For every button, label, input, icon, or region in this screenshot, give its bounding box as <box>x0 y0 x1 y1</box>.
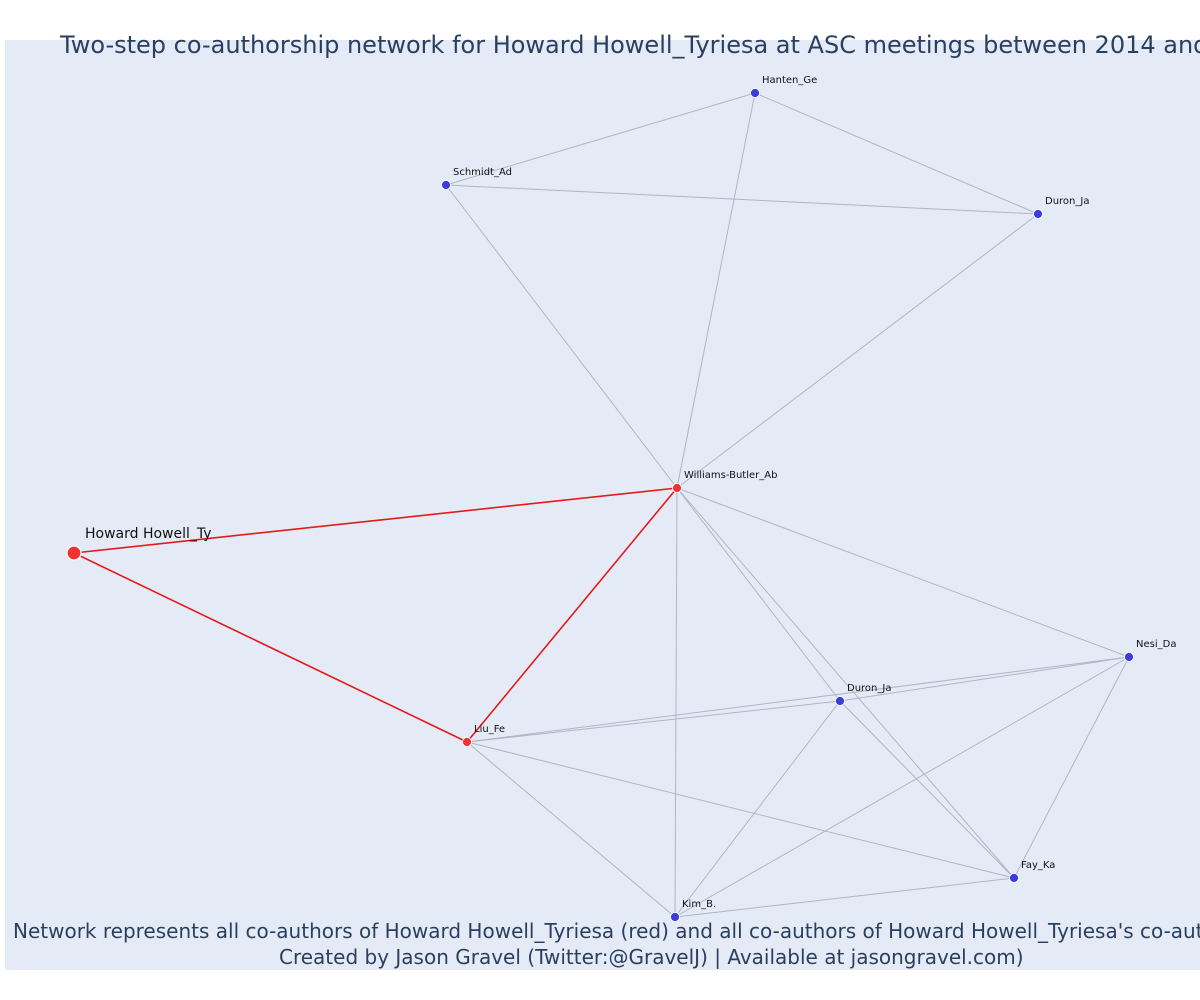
edge-liu-duron_mid <box>466 700 841 743</box>
node-kim[interactable] <box>670 912 680 922</box>
edge-liu-fay <box>466 741 1015 879</box>
edge-howard-liu <box>73 552 468 743</box>
labels-layer: Howard Howell_Ty Williams-Butler_AbLiu_Fe… <box>85 75 1176 910</box>
edge-nesi-fay <box>1013 656 1130 879</box>
edge-hanten-williams <box>676 92 756 489</box>
node-label-duron_mid: Duron_Ja <box>847 683 891 694</box>
node-label-howard: Howard Howell_Ty <box>85 526 212 542</box>
node-label-fay: Fay_Ka <box>1021 860 1055 871</box>
edge-duron_mid-fay <box>839 700 1015 879</box>
node-duron_mid[interactable] <box>835 696 845 706</box>
node-label-liu: Liu_Fe <box>474 724 505 735</box>
edge-hanten-schmidt <box>445 92 756 186</box>
edge-williams-duron_mid <box>676 487 841 702</box>
caption-line-2: Created by Jason Gravel (Twitter:@Gravel… <box>279 945 1024 969</box>
node-duron_top[interactable] <box>1033 209 1043 219</box>
edge-schmidt-williams <box>445 184 678 489</box>
node-liu[interactable] <box>462 737 472 747</box>
edge-hanten-duron_top <box>754 92 1039 215</box>
edge-williams-nesi <box>676 487 1130 658</box>
node-schmidt[interactable] <box>441 180 451 190</box>
node-label-kim: Kim_B. <box>682 899 716 910</box>
edges-layer <box>73 92 1130 918</box>
chart-title: Two-step co-authorship network for Howar… <box>59 31 1200 59</box>
edge-schmidt-duron_top <box>445 184 1039 215</box>
node-nesi[interactable] <box>1124 652 1134 662</box>
edge-duron_mid-kim <box>674 700 841 918</box>
node-label-schmidt: Schmidt_Ad <box>453 167 512 178</box>
node-label-duron_top: Duron_Ja <box>1045 196 1089 207</box>
node-williams[interactable] <box>672 483 682 493</box>
edge-nesi-kim <box>674 656 1130 918</box>
caption-line-1: Network represents all co-authors of How… <box>13 919 1200 943</box>
node-howard[interactable] <box>66 545 82 561</box>
edge-duron_mid-nesi <box>839 656 1130 702</box>
node-label-hanten: Hanten_Ge <box>762 75 817 86</box>
node-label-williams: Williams-Butler_Ab <box>684 470 777 481</box>
edge-fay-kim <box>674 877 1015 918</box>
edge-liu-kim <box>466 741 676 918</box>
node-label-nesi: Nesi_Da <box>1136 639 1176 650</box>
node-fay[interactable] <box>1009 873 1019 883</box>
edge-liu-williams <box>466 487 678 743</box>
nodes-layer <box>66 88 1134 922</box>
edge-howard-williams <box>73 487 678 554</box>
edge-williams-fay <box>676 487 1015 879</box>
edge-liu-nesi <box>466 656 1130 743</box>
edge-williams-kim <box>674 487 678 918</box>
node-hanten[interactable] <box>750 88 760 98</box>
plot-area <box>5 40 1200 970</box>
edge-duron_top-williams <box>676 213 1039 489</box>
